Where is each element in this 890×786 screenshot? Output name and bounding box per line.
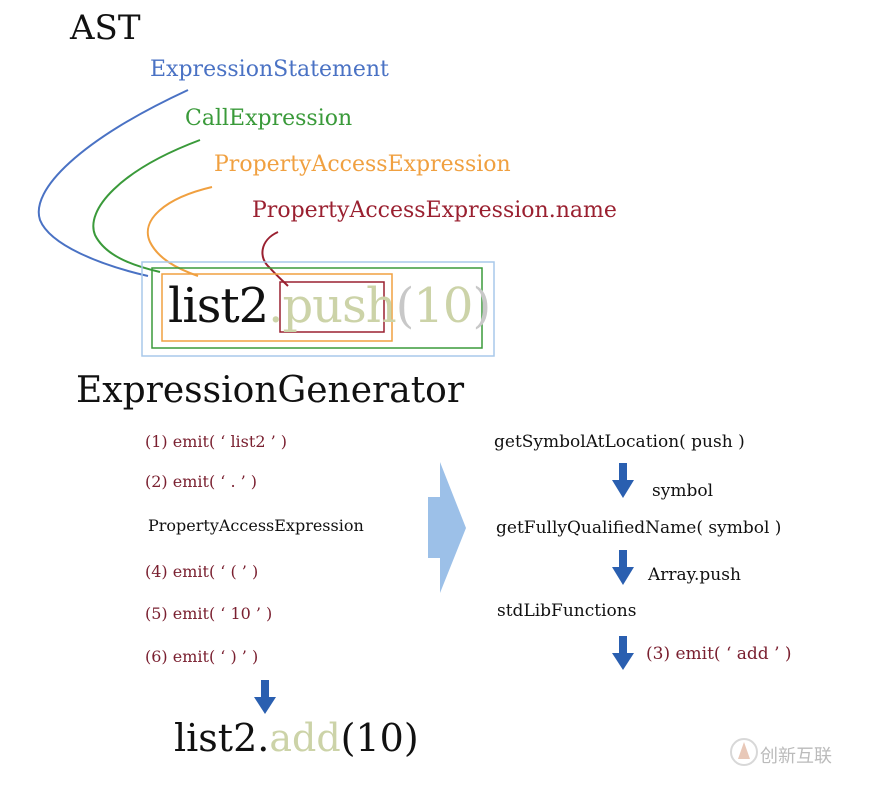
ast-title: AST — [70, 8, 141, 48]
step-5: (5) emit( ‘ 10 ’ ) — [145, 604, 273, 623]
symbol-text: symbol — [652, 481, 714, 501]
code-close-paren: ) — [472, 278, 491, 334]
array-push-text: Array.push — [648, 565, 741, 585]
property-access-label: PropertyAccessExpression — [214, 152, 511, 177]
property-name-frame — [279, 281, 385, 333]
step-6: (6) emit( ‘ ) ’ ) — [145, 647, 259, 666]
stdlib-text: stdLibFunctions — [497, 601, 637, 621]
call-expression-frame — [151, 267, 483, 349]
property-access-name-label: PropertyAccessExpression.name — [252, 198, 617, 223]
down-arrow-icon — [254, 680, 276, 714]
emit-add-text: (3) emit( ‘ add ’ ) — [646, 644, 792, 664]
result-method-name: add — [269, 716, 341, 760]
code-open-paren: ( — [395, 278, 415, 334]
code-argument: 10 — [413, 278, 473, 334]
call-expression-curve — [92, 139, 201, 273]
property-access-curve — [146, 186, 213, 277]
step-4: (4) emit( ‘ ( ’ ) — [145, 562, 259, 581]
step-1: (1) emit( ‘ list2 ’ ) — [145, 432, 287, 451]
result-argument: 10 — [355, 716, 404, 760]
property-access-frame — [161, 273, 393, 342]
step-2: (2) emit( ‘ . ’ ) — [145, 472, 258, 491]
get-fqn-text: getFullyQualifiedName( symbol ) — [496, 518, 782, 538]
call-expression-label: CallExpression — [185, 106, 353, 131]
result-close-paren: ) — [403, 716, 419, 760]
expression-statement-frame — [141, 261, 495, 357]
result-object: list2 — [174, 716, 258, 760]
result-open-paren: ( — [340, 716, 356, 760]
code-method-name: push — [282, 278, 396, 334]
big-right-arrow — [428, 462, 466, 593]
down-arrow-icon — [612, 636, 634, 670]
down-arrow-icon — [612, 463, 634, 498]
source-code: list2.push(10) — [168, 278, 491, 334]
watermark-text: 创新互联 — [760, 746, 832, 767]
generator-title: ExpressionGenerator — [76, 370, 465, 411]
expression-statement-label: ExpressionStatement — [150, 57, 389, 82]
step-property-access: PropertyAccessExpression — [148, 516, 364, 535]
expression-statement-curve — [37, 89, 189, 277]
code-dot: . — [268, 278, 283, 334]
code-object: list2 — [168, 278, 269, 334]
get-symbol-text: getSymbolAtLocation( push ) — [494, 432, 745, 452]
result-code: list2.add(10) — [174, 716, 419, 760]
watermark-logo-icon — [730, 738, 758, 766]
result-dot: . — [257, 716, 270, 760]
down-arrow-icon — [612, 550, 634, 585]
